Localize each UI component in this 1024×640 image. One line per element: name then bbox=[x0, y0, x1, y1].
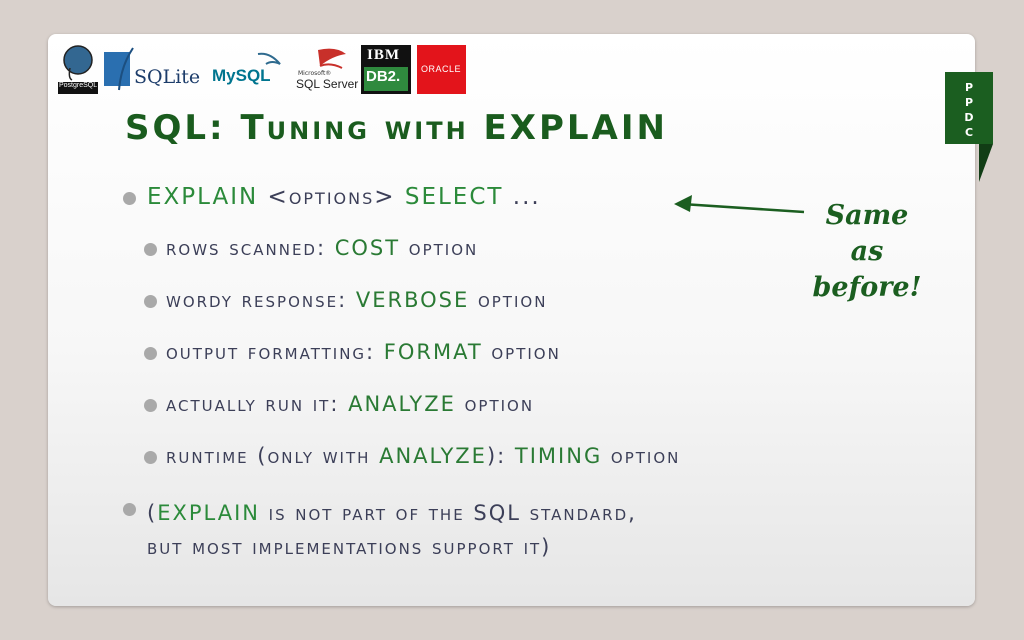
sqlserver-flag-icon bbox=[318, 48, 346, 69]
oracle-text: ORACLE bbox=[421, 64, 462, 74]
bullet-cost: rows scanned: COST option bbox=[166, 236, 478, 260]
bullet-analyze: actually run it: ANALYZE option bbox=[166, 392, 534, 416]
bullet-verbose: wordy response: VERBOSE option bbox=[166, 288, 547, 312]
sqlserver-small-text: Microsoft® bbox=[298, 70, 332, 77]
bullet-text: rows scanned: bbox=[166, 236, 335, 260]
logo-postgresql: PostgreSQL bbox=[58, 44, 98, 94]
ibm-text: IBM bbox=[367, 47, 400, 63]
arrow-icon bbox=[674, 195, 805, 214]
keyword-timing: TIMING bbox=[514, 444, 603, 468]
bullet-standard-note: (EXPLAIN is not part of the SQL standard… bbox=[147, 496, 637, 564]
bullet-text: ): bbox=[486, 444, 515, 468]
bullet-dot bbox=[144, 399, 157, 412]
db2-text: DB2. bbox=[366, 68, 401, 85]
bullet-text: runtime (only with bbox=[166, 444, 380, 468]
keyword-cost: COST bbox=[334, 236, 401, 260]
keyword-explain: EXPLAIN bbox=[157, 501, 260, 525]
logo-oracle: ORACLE bbox=[417, 45, 466, 94]
options-text: <options> bbox=[258, 184, 405, 210]
bullet-text-line2: but most implementations support it) bbox=[147, 535, 552, 559]
bullet-format: output formatting: FORMAT option bbox=[166, 340, 561, 364]
logo-sqlserver: Microsoft® SQL Server bbox=[296, 46, 359, 94]
postgresql-text: PostgreSQL bbox=[59, 82, 98, 89]
bullet-timing: runtime (only with ANALYZE): TIMING opti… bbox=[166, 444, 680, 468]
ribbon-bookmark-icon bbox=[945, 72, 993, 182]
slide-card bbox=[48, 34, 975, 606]
logo-mysql: MySQL bbox=[210, 50, 290, 90]
bullet-text: wordy response: bbox=[166, 288, 356, 312]
sqlite-text: SQLite bbox=[134, 66, 201, 88]
bullet-dot bbox=[144, 347, 157, 360]
keyword-explain: EXPLAIN bbox=[147, 184, 259, 210]
bullet-dot bbox=[123, 192, 136, 205]
logo-sqlite: SQLite bbox=[103, 46, 203, 92]
bullet-text: option bbox=[482, 340, 561, 364]
ribbon-letter: P bbox=[964, 96, 974, 109]
keyword-analyze: ANALYZE bbox=[379, 444, 487, 468]
note-line: as bbox=[850, 236, 884, 267]
mysql-text: MySQL bbox=[212, 66, 271, 85]
bullet-text: output formatting: bbox=[166, 340, 384, 364]
ellipsis-text: ... bbox=[503, 184, 541, 210]
handwritten-note: Same as before! bbox=[812, 198, 922, 306]
keyword-select: SELECT bbox=[404, 184, 504, 210]
sqlserver-text: SQL Server bbox=[296, 77, 359, 91]
bullet-text: ( bbox=[147, 501, 158, 525]
bullet-dot bbox=[144, 295, 157, 308]
elephant-icon bbox=[58, 45, 98, 94]
ppdc-ribbon: P P D C bbox=[945, 72, 995, 191]
ribbon-letter: C bbox=[964, 126, 974, 139]
note-line: Same bbox=[825, 200, 909, 231]
bullet-dot bbox=[123, 503, 136, 516]
bullet-dot bbox=[144, 451, 157, 464]
note-line: before! bbox=[812, 272, 922, 303]
bullet-dot bbox=[144, 243, 157, 256]
bullet-text: option bbox=[469, 288, 548, 312]
keyword-format: FORMAT bbox=[383, 340, 483, 364]
ribbon-letter: P bbox=[964, 81, 974, 94]
keyword-analyze: ANALYZE bbox=[348, 392, 456, 416]
bullet-text: option bbox=[455, 392, 535, 416]
slide-title: SQL: Tuning with EXPLAIN bbox=[125, 108, 668, 148]
bullet-text: is not part of the SQL standard, bbox=[259, 501, 637, 525]
logo-ibm-db2: IBM DB2. bbox=[361, 45, 411, 94]
dolphin-icon bbox=[257, 52, 281, 65]
ribbon-letter: D bbox=[964, 111, 974, 124]
bullet-explain-syntax: EXPLAIN <options> SELECT ... bbox=[147, 184, 541, 210]
bullet-text: option bbox=[400, 236, 479, 260]
feather-icon bbox=[104, 47, 134, 91]
bullet-text: option bbox=[602, 444, 681, 468]
bullet-text: actually run it: bbox=[166, 392, 349, 416]
keyword-verbose: VERBOSE bbox=[355, 288, 470, 312]
